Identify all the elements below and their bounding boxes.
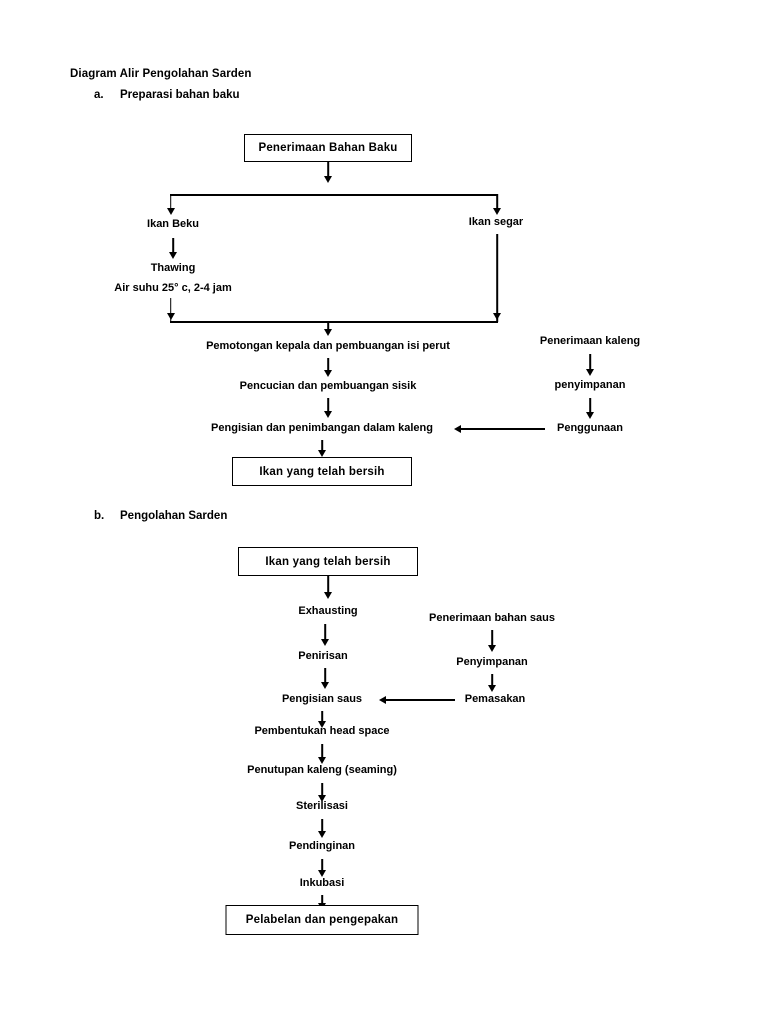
- node-pembentukan-head-space: Pembentukan head space: [254, 725, 390, 737]
- edge-pengisian-saus-to-head-space: [321, 711, 323, 726]
- node-pemotongan-kepala: Pemotongan kepala dan pembuangan isi per…: [206, 340, 450, 352]
- edge-pencucian-to-pengisian: [327, 398, 329, 412]
- node-pendinginan: Pendinginan: [289, 840, 355, 852]
- arrowhead-ikan-bersih-to-exhausting: [324, 592, 332, 599]
- edge-penyimpanan-saus-to-pemasakan: [491, 674, 493, 690]
- arrowhead-pengisian-saus-to-head-space: [318, 721, 326, 728]
- node-penirisan: Penirisan: [298, 650, 348, 662]
- edge-raw-to-split: [327, 162, 329, 178]
- arrowhead-pendinginan-to-inkubasi: [318, 870, 326, 877]
- edge-merge-bar: [170, 321, 498, 323]
- arrowhead-penyimpanan-saus-to-pemasakan: [488, 685, 496, 692]
- arrowhead-merge-to-pemotongan: [324, 329, 332, 336]
- arrowhead-ikan-beku-to-thawing: [169, 252, 177, 259]
- edge-pengisian-to-ikan-bersih: [321, 440, 323, 453]
- node-ikan-telah-bersih-a: Ikan yang telah bersih: [232, 457, 412, 486]
- edge-penerimaan-kaleng-to-penyimpanan: [589, 354, 591, 372]
- node-penerimaan-bahan-saus: Penerimaan bahan saus: [429, 612, 555, 624]
- edge-pendinginan-to-inkubasi: [321, 859, 323, 875]
- arrowhead-penyimpanan-to-penggunaan: [586, 412, 594, 419]
- arrowhead-exhausting-to-penirisan: [321, 639, 329, 646]
- arrowhead-split-to-ikan-beku: [166, 208, 175, 215]
- arrowhead-seaming-to-sterilisasi: [318, 795, 326, 802]
- edge-pemasakan-to-pengisian-saus: [386, 699, 455, 701]
- node-penerimaan-kaleng: Penerimaan kaleng: [539, 335, 641, 347]
- arrowhead-bahan-saus-to-penyimpanan: [488, 645, 496, 652]
- edge-split-to-ikan-beku: [170, 194, 172, 210]
- node-pengisian-penimbangan: Pengisian dan penimbangan dalam kaleng: [211, 422, 433, 434]
- section-b-heading: b. Pengolahan Sarden: [94, 510, 227, 522]
- edge-air-suhu-to-merge: [170, 298, 172, 322]
- node-thawing: Thawing: [150, 262, 196, 274]
- edge-bahan-saus-to-penyimpanan: [491, 630, 493, 648]
- arrowhead-raw-to-split: [324, 176, 332, 183]
- arrowhead-penerimaan-kaleng-to-penyimpanan: [586, 369, 594, 376]
- edge-penggunaan-to-pengisian: [461, 428, 545, 430]
- arrowhead-head-space-to-seaming: [318, 757, 326, 764]
- edge-inkubasi-to-pelabelan: [321, 895, 323, 909]
- edge-exhausting-to-penirisan: [324, 624, 326, 642]
- section-b-label: Pengolahan Sarden: [120, 510, 228, 522]
- arrowhead-split-to-ikan-segar: [493, 208, 502, 215]
- arrowhead-pemotongan-to-pencucian: [324, 370, 332, 377]
- node-pemasakan: Pemasakan: [464, 693, 526, 705]
- node-exhausting: Exhausting: [298, 605, 358, 617]
- arrowhead-penggunaan-to-pengisian: [454, 425, 461, 433]
- arrowhead-penirisan-to-pengisian-saus: [321, 682, 329, 689]
- node-pencucian: Pencucian dan pembuangan sisik: [239, 380, 417, 392]
- node-sterilisasi: Sterilisasi: [296, 800, 348, 812]
- node-pelabelan-pengepakan: Pelabelan dan pengepakan: [225, 905, 419, 935]
- arrowhead-pencucian-to-pengisian: [324, 411, 332, 418]
- node-pengisian-saus: Pengisian saus: [281, 693, 363, 705]
- edge-sterilisasi-to-pendinginan: [321, 819, 323, 835]
- node-ikan-telah-bersih-b: Ikan yang telah bersih: [238, 547, 418, 576]
- section-a-label: Preparasi bahan baku: [120, 89, 240, 101]
- section-a-heading: a. Preparasi bahan baku: [94, 89, 240, 101]
- edge-ikan-bersih-to-exhausting: [327, 576, 329, 596]
- node-penerimaan-bahan-baku: Penerimaan Bahan Baku: [244, 134, 412, 162]
- edge-seaming-to-sterilisasi: [321, 783, 323, 799]
- arrowhead-sterilisasi-to-pendinginan: [318, 831, 326, 838]
- arrowhead-pemasakan-to-pengisian-saus: [379, 696, 386, 704]
- arrowhead-ikan-segar-to-merge: [493, 313, 502, 320]
- node-penyimpanan-kaleng: penyimpanan: [554, 379, 626, 391]
- edge-pemotongan-to-pencucian: [327, 358, 329, 372]
- arrowhead-air-suhu-to-merge: [166, 313, 175, 320]
- edge-penirisan-to-pengisian-saus: [324, 668, 326, 686]
- section-a-marker: a.: [94, 89, 104, 101]
- node-ikan-beku: Ikan Beku: [147, 218, 199, 230]
- page-title: Diagram Alir Pengolahan Sarden: [70, 68, 252, 80]
- edge-ikan-beku-to-thawing: [172, 238, 174, 254]
- edge-head-space-to-seaming: [321, 744, 323, 760]
- node-penyimpanan-saus: Penyimpanan: [456, 656, 528, 668]
- node-penutupan-kaleng: Penutupan kaleng (seaming): [247, 764, 397, 776]
- edge-split-to-ikan-segar: [496, 194, 498, 210]
- node-ikan-segar: Ikan segar: [468, 216, 524, 228]
- edge-ikan-segar-to-merge: [496, 234, 498, 322]
- node-penggunaan: Penggunaan: [556, 422, 624, 434]
- section-b-marker: b.: [94, 510, 105, 522]
- edge-merge-to-pemotongan: [327, 321, 329, 334]
- edge-penyimpanan-to-penggunaan: [589, 398, 591, 416]
- edge-split-bar: [170, 194, 498, 196]
- node-inkubasi: Inkubasi: [299, 877, 345, 889]
- arrowhead-pengisian-to-ikan-bersih: [318, 450, 326, 457]
- node-air-suhu: Air suhu 25° c, 2-4 jam: [114, 282, 232, 294]
